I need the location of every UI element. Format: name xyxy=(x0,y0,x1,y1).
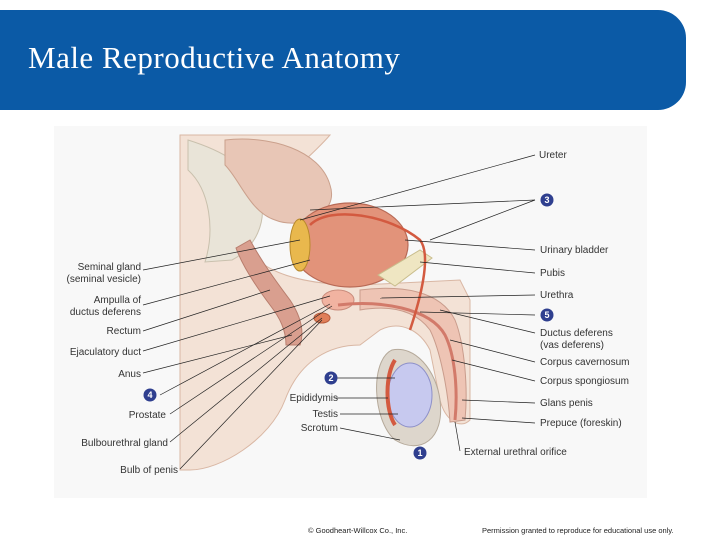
epididymis-shape xyxy=(385,358,397,427)
label-pubis: Pubis xyxy=(540,268,565,279)
svg-text:3: 3 xyxy=(544,195,549,205)
svg-text:2: 2 xyxy=(328,373,333,383)
rectum-shape xyxy=(235,239,303,346)
label-ureter: Ureter xyxy=(539,150,567,161)
urethra-shape xyxy=(337,302,458,421)
label-ampulla: Ampulla of xyxy=(94,295,141,306)
label-bulbourethral-gland: Bulbourethral gland xyxy=(81,438,168,449)
label-ductus-deferens: Ductus deferens xyxy=(540,328,613,339)
ductus-deferens-shape xyxy=(309,213,427,331)
label-glans-penis: Glans penis xyxy=(540,398,593,409)
label-testis: Testis xyxy=(312,409,338,420)
label-bulb-of-penis: Bulb of penis xyxy=(120,465,178,476)
label-vas-deferens: (vas deferens) xyxy=(540,340,604,351)
marker-1: 1 xyxy=(413,446,427,460)
marker-4: 4 xyxy=(143,388,157,402)
label-external-urethral-orifice: External urethral orifice xyxy=(464,447,567,458)
copyright-note: © Goodheart-Willcox Co., Inc. xyxy=(308,526,408,535)
label-prostate: Prostate xyxy=(129,410,167,421)
label-ampulla-ductus: ductus deferens xyxy=(70,307,141,318)
marker-3: 3 xyxy=(540,193,554,207)
label-ejaculatory-duct: Ejaculatory duct xyxy=(70,347,141,358)
marker-2: 2 xyxy=(324,371,338,385)
prostate-shape xyxy=(321,289,355,311)
label-scrotum: Scrotum xyxy=(301,423,338,434)
label-prepuce: Prepuce (foreskin) xyxy=(540,418,622,429)
label-seminal-vesicle: (seminal vesicle) xyxy=(67,274,141,285)
pubis-shape xyxy=(377,249,433,287)
label-corpus-cavernosum: Corpus cavernosum xyxy=(540,357,629,368)
slide-title: Male Reproductive Anatomy xyxy=(28,40,401,75)
label-anus: Anus xyxy=(118,369,141,380)
seminal-gland-shape xyxy=(289,218,311,272)
svg-text:4: 4 xyxy=(147,390,152,400)
label-rectum: Rectum xyxy=(107,326,141,337)
permission-note: Permission granted to reproduce for educ… xyxy=(482,526,674,535)
svg-text:1: 1 xyxy=(417,448,422,458)
label-corpus-spongiosum: Corpus spongiosum xyxy=(540,376,629,387)
marker-5: 5 xyxy=(540,308,554,322)
title-banner xyxy=(0,10,686,110)
label-urinary-bladder: Urinary bladder xyxy=(540,245,609,256)
svg-text:5: 5 xyxy=(544,310,549,320)
label-seminal-gland: Seminal gland xyxy=(78,262,141,273)
label-epididymis: Epididymis xyxy=(290,393,338,404)
testis-shape xyxy=(387,362,433,428)
label-urethra: Urethra xyxy=(540,290,574,301)
